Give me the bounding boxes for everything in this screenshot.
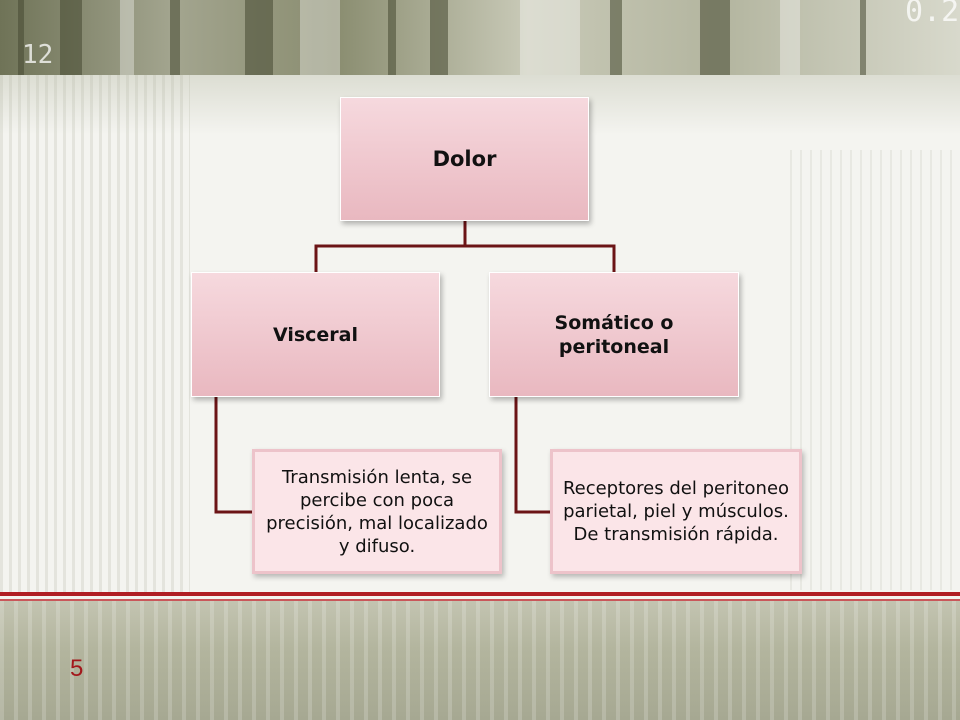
connector-somatico-detail (514, 395, 554, 514)
banner-number-left: 12 (22, 40, 54, 70)
connector-visceral-detail (214, 395, 256, 514)
node-visceral-label: Visceral (272, 323, 359, 346)
node-dolor: Dolor (340, 97, 589, 221)
decorative-red-line (0, 592, 960, 596)
node-somatico: Somático o peritoneal (489, 272, 739, 397)
node-somatico-detail-text: Receptores del peritoneo parietal, piel … (562, 478, 790, 545)
banner-number-right: 0.2 (905, 0, 960, 29)
decorative-bottom-band (0, 601, 960, 720)
page-number: 5 (70, 655, 84, 682)
node-dolor-label: Dolor (432, 147, 497, 171)
node-somatico-detail: Receptores del peritoneo parietal, piel … (550, 449, 802, 574)
decorative-left-texture (0, 75, 190, 595)
node-visceral: Visceral (191, 272, 440, 397)
decorative-red-line-thin (0, 599, 960, 601)
node-somatico-label: Somático o peritoneal (554, 311, 674, 358)
node-visceral-detail: Transmisión lenta, se percibe con poca p… (252, 449, 502, 574)
node-visceral-detail-text: Transmisión lenta, se percibe con poca p… (266, 466, 488, 557)
diagram-connectors (214, 219, 616, 514)
decorative-top-banner: 12 0.2 (0, 0, 960, 75)
decorative-right-texture (790, 150, 960, 590)
